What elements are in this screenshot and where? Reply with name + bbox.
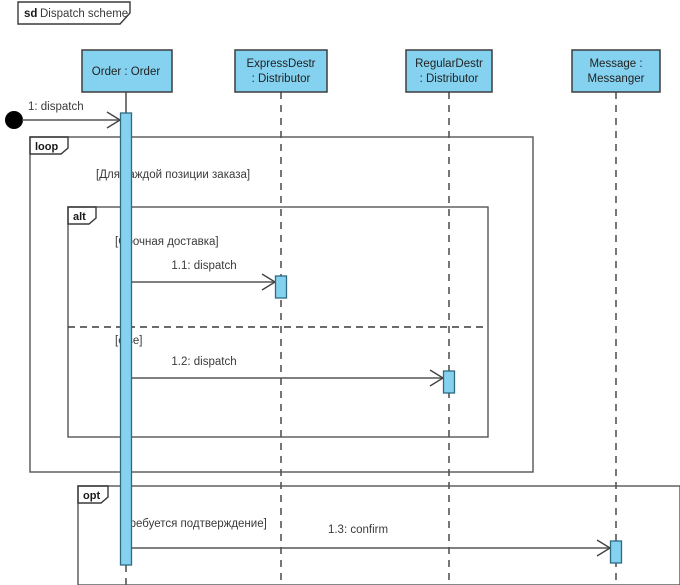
lifeline-header-messanger[interactable]: Message : Messanger: [571, 49, 661, 93]
msg-1-2: 1.2: dispatch: [132, 356, 444, 387]
opt-fragment-border: [77, 485, 680, 585]
found-message-label: 1: dispatch: [28, 101, 84, 113]
diagram-frame-tag: sd Dispatch scheme: [17, 1, 131, 25]
opt-fragment: opt [Требуется подтверждение]: [77, 485, 680, 585]
combined-fragments-group: loop [Для каждой позиции заказа] alt [Срочн…: [29, 136, 680, 585]
activation-express: [274, 275, 288, 299]
arrow-head-icon: [429, 369, 444, 387]
lifeline-type-messanger: Messanger: [588, 73, 645, 85]
lifeline-header-box-regular[interactable]: [405, 49, 493, 93]
loop-fragment-tag-shape: [29, 136, 69, 155]
alt-fragment-guard-label: [Срочная доставка]: [115, 236, 219, 248]
opt-fragment-guard-label: [Требуется подтверждение]: [120, 518, 267, 530]
arrow-head-icon: [261, 273, 276, 291]
msg-1-1-label: 1.1: dispatch: [171, 260, 236, 272]
alt-fragment: alt[Срочная доставка][else]: [67, 206, 489, 438]
lifeline-name-express: ExpressDestr: [246, 58, 315, 70]
lifeline-name-messanger: Message :: [589, 58, 642, 70]
lifeline-name-order: Order : Order: [92, 66, 161, 78]
arrow-head-icon: [106, 111, 121, 129]
opt-fragment-tag-shape: [77, 485, 109, 504]
arrow-head-icon: [596, 539, 611, 557]
lifeline-header-box-order[interactable]: [81, 49, 173, 93]
activation-messanger: [609, 540, 623, 564]
lifeline-lines-group: [125, 92, 617, 585]
found-message-start-dot: [5, 111, 23, 129]
found-message: 1: dispatch: [5, 101, 121, 129]
diagram-kind-keyword: sd: [24, 8, 37, 20]
activation-bars-group: [119, 112, 623, 566]
loop-fragment: loop [Для каждой позиции заказа]: [29, 136, 534, 473]
msg-1-3: 1.3: confirm: [132, 524, 611, 557]
loop-fragment-border: [29, 136, 534, 473]
diagram-title: Dispatch scheme: [40, 8, 128, 20]
loop-fragment-tag-label: loop: [35, 141, 58, 153]
msg-1-1: 1.1: dispatch: [132, 260, 276, 291]
activation-regular: [442, 370, 456, 394]
lifeline-header-order[interactable]: Order : Order: [81, 49, 173, 93]
msg-1-2-label: 1.2: dispatch: [171, 356, 236, 368]
alt-fragment-tag-shape: [67, 206, 97, 225]
lifeline-type-regular: : Distributor: [420, 73, 479, 85]
lifeline-type-express: : Distributor: [252, 73, 311, 85]
lifeline-header-express[interactable]: ExpressDestr : Distributor: [234, 49, 328, 93]
lifeline-header-regular[interactable]: RegularDestr : Distributor: [405, 49, 493, 93]
lifeline-header-box-express[interactable]: [234, 49, 328, 93]
messages-group: 1.1: dispatch 1.2: dispatch 1.3: confirm: [132, 260, 611, 557]
msg-1-3-label: 1.3: confirm: [328, 524, 388, 536]
activation-order: [119, 112, 133, 566]
loop-fragment-guard-label: [Для каждой позиции заказа]: [96, 169, 250, 181]
alt-fragment-border: [67, 206, 489, 438]
alt-fragment-tag-label: alt: [73, 211, 86, 223]
lifeline-name-regular: RegularDestr: [415, 58, 483, 70]
lifeline-header-box-messanger[interactable]: [571, 49, 661, 93]
opt-fragment-tag-label: opt: [83, 490, 100, 502]
